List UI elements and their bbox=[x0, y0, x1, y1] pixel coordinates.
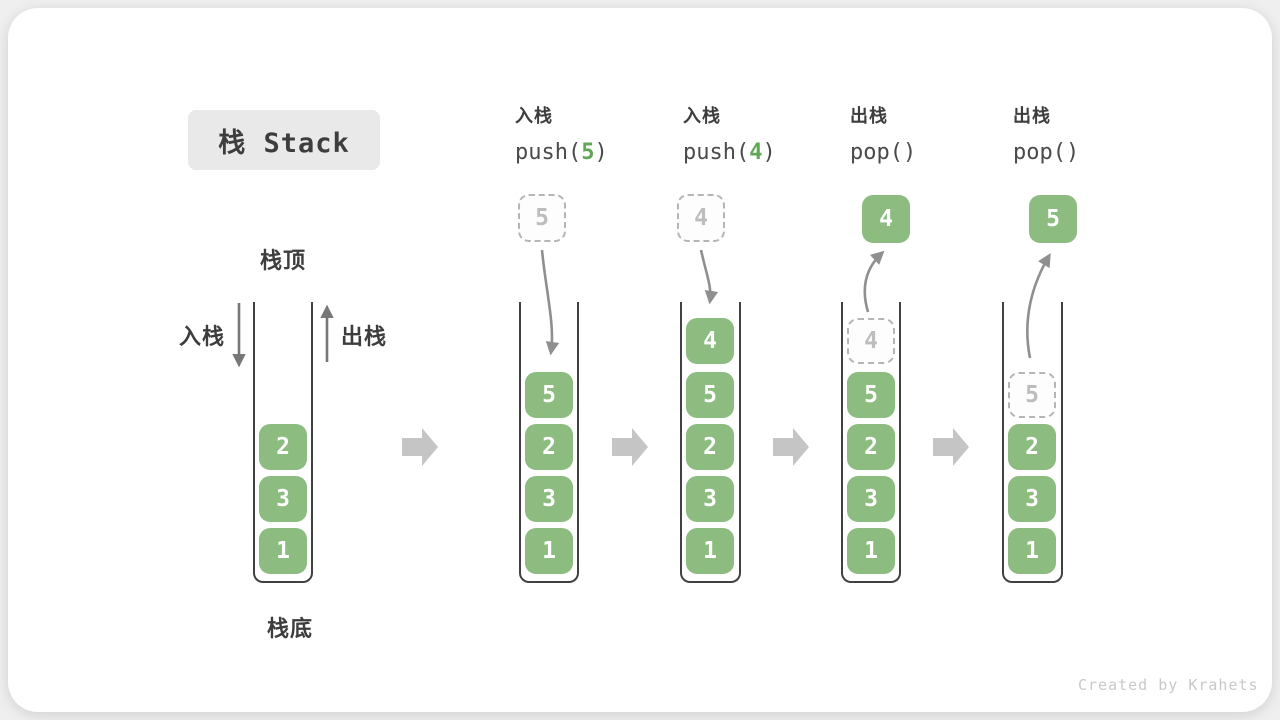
op-header-pop-1: 出栈 pop() bbox=[850, 104, 1000, 167]
op-code: pop() bbox=[850, 140, 917, 165]
op-header-push-5: 入栈 push(5) bbox=[515, 104, 665, 167]
stack-cell: 3 bbox=[847, 476, 895, 522]
op-name: 出栈 bbox=[850, 106, 888, 127]
op-header-pop-2: 出栈 pop() bbox=[1013, 104, 1163, 167]
op-code: pop() bbox=[1013, 140, 1080, 165]
title-badge: 栈 Stack bbox=[188, 110, 380, 170]
stack-cell: 1 bbox=[259, 528, 307, 574]
stack-cell: 1 bbox=[686, 528, 734, 574]
stack-cell: 3 bbox=[1008, 476, 1056, 522]
op-header-push-4: 入栈 push(4) bbox=[683, 104, 833, 167]
floating-value-box: 5 bbox=[518, 194, 566, 242]
stack-cell: 3 bbox=[686, 476, 734, 522]
op-name: 出栈 bbox=[1013, 106, 1051, 127]
floating-value-box: 4 bbox=[677, 194, 725, 242]
floating-value-box: 5 bbox=[1029, 195, 1077, 243]
watermark: Created by Krahets bbox=[1078, 676, 1259, 694]
stack-cell: 2 bbox=[1008, 424, 1056, 470]
stack-cell: 1 bbox=[1008, 528, 1056, 574]
op-name: 入栈 bbox=[515, 106, 553, 127]
stack-cell: 5 bbox=[686, 372, 734, 418]
stack-cell: 2 bbox=[686, 424, 734, 470]
floating-value-box: 4 bbox=[862, 195, 910, 243]
ghost-cell: 5 bbox=[1008, 372, 1056, 418]
stack-cell: 2 bbox=[259, 424, 307, 470]
stack-cell: 1 bbox=[525, 528, 573, 574]
push-side-label: 入栈 bbox=[178, 325, 225, 350]
ghost-cell: 4 bbox=[847, 318, 895, 364]
stack-cell: 5 bbox=[847, 372, 895, 418]
stack-top-label: 栈顶 bbox=[259, 249, 306, 274]
op-code: push(5) bbox=[515, 140, 608, 165]
op-name: 入栈 bbox=[683, 106, 721, 127]
stack-cell: 5 bbox=[525, 372, 573, 418]
op-code: push(4) bbox=[683, 140, 776, 165]
stack-cell: 3 bbox=[259, 476, 307, 522]
stack-cell: 4 bbox=[686, 318, 734, 364]
stack-cell: 2 bbox=[847, 424, 895, 470]
stack-cell: 3 bbox=[525, 476, 573, 522]
pop-side-label: 出栈 bbox=[341, 325, 388, 350]
stack-cell: 2 bbox=[525, 424, 573, 470]
stack-bottom-label: 栈底 bbox=[266, 617, 313, 642]
stack-cell: 1 bbox=[847, 528, 895, 574]
